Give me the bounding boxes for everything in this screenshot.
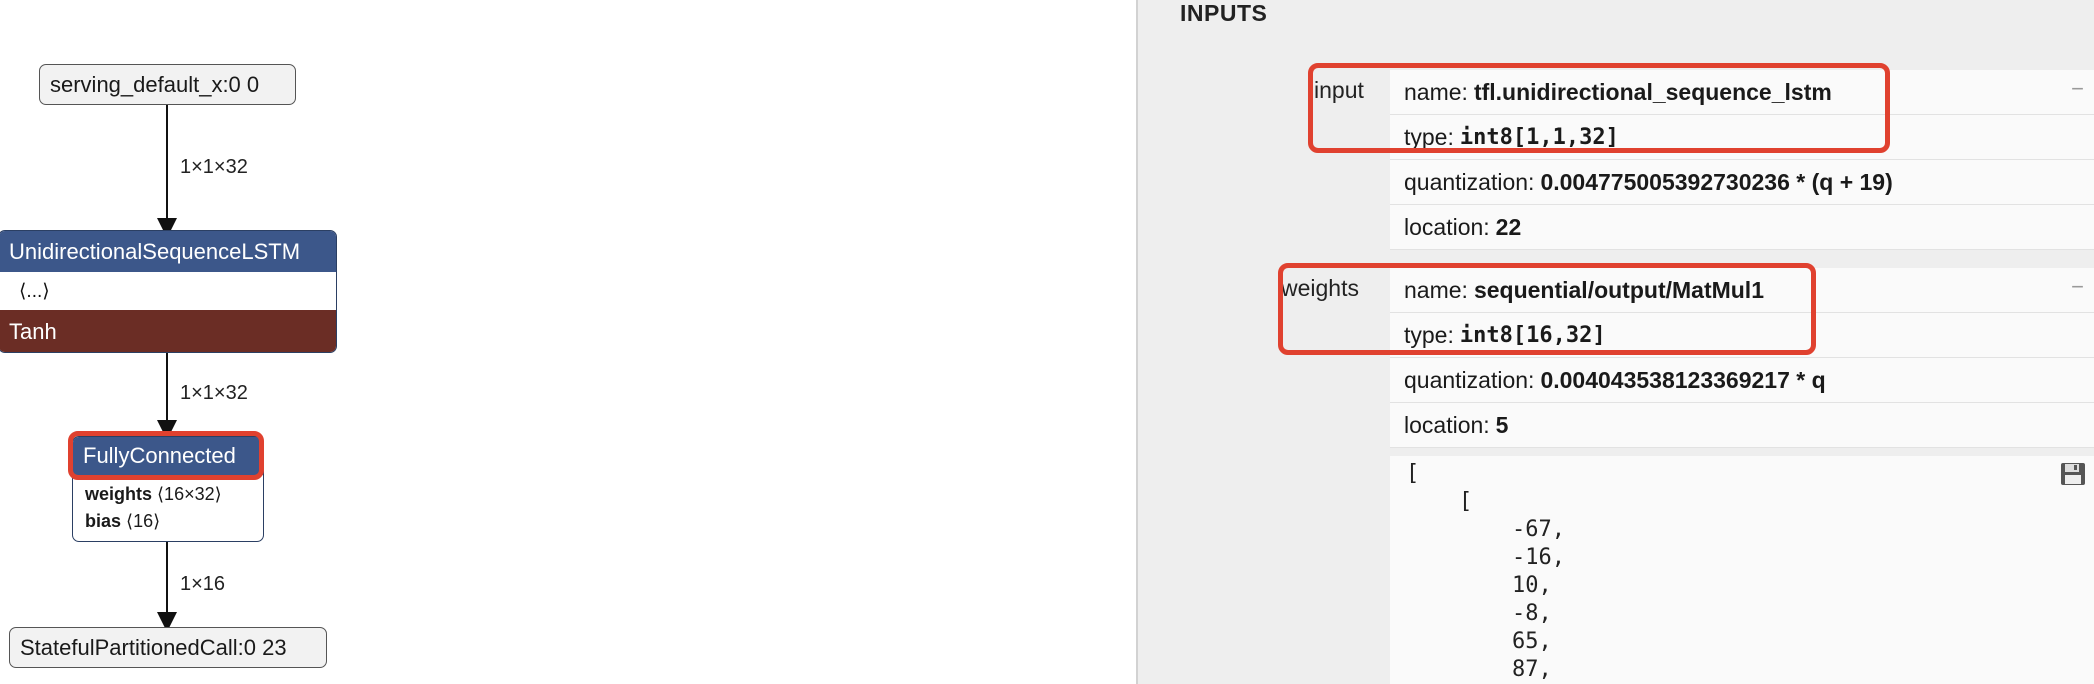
tensor-line: 87, bbox=[1406, 657, 1552, 682]
tensor-line: [ bbox=[1406, 461, 1420, 486]
weights-loc-value: 5 bbox=[1495, 411, 1509, 438]
lstm-node-title: UnidirectionalSequenceLSTM bbox=[0, 231, 336, 272]
input-argument-label: input bbox=[1314, 77, 1364, 103]
input-quantization-row: quantization: 0.004775005392730236 * (q … bbox=[1390, 160, 2094, 205]
input-loc-key: location: bbox=[1404, 213, 1490, 240]
tensor-line: -16, bbox=[1406, 545, 1565, 570]
input-type-key: type: bbox=[1404, 123, 1454, 150]
weights-argument-box[interactable]: − name: sequential/output/MatMul1 type: … bbox=[1390, 268, 2094, 448]
weights-argument-label: weights bbox=[1281, 275, 1359, 301]
tensor-line: -67, bbox=[1406, 517, 1565, 542]
fc-bias-row: bias ⟨16⟩ bbox=[85, 508, 251, 535]
output-node-label: StatefulPartitionedCall:0 23 bbox=[20, 634, 287, 660]
weights-loc-key: location: bbox=[1404, 411, 1490, 438]
input-quant-value: 0.004775005392730236 * (q + 19) bbox=[1540, 168, 1893, 195]
fc-bias-label: bias bbox=[85, 511, 122, 531]
weights-name-row: name: sequential/output/MatMul1 bbox=[1390, 268, 2094, 313]
weights-collapse-icon[interactable]: − bbox=[2071, 274, 2084, 299]
weights-type-key: type: bbox=[1404, 321, 1454, 348]
weights-location-row: location: 5 bbox=[1390, 403, 2094, 448]
input-argument-box[interactable]: − name: tfl.unidirectional_sequence_lstm… bbox=[1390, 70, 2094, 250]
fc-weights-shape: ⟨16×32⟩ bbox=[157, 484, 222, 504]
tensor-line: [ bbox=[1406, 489, 1473, 514]
tensor-line: -8, bbox=[1406, 601, 1552, 626]
lstm-node-activation: Tanh bbox=[0, 310, 336, 352]
fully-connected-node[interactable]: FullyConnected weights ⟨16×32⟩ bias ⟨16⟩ bbox=[72, 436, 264, 542]
edge-label-3: 1×16 bbox=[180, 573, 226, 595]
input-name-key: name: bbox=[1404, 78, 1468, 105]
weights-type-row: type: int8[16,32] bbox=[1390, 313, 2094, 358]
weights-tensor-values[interactable]: [ [ -67, -16, 10, -8, 65, 87, bbox=[1390, 456, 2094, 684]
input-name-row: name: tfl.unidirectional_sequence_lstm bbox=[1390, 70, 2094, 115]
edge-label-2: 1×1×32 bbox=[180, 382, 248, 404]
weights-quant-key: quantization: bbox=[1404, 366, 1535, 393]
input-type-value: int8[1,1,32] bbox=[1459, 124, 1619, 150]
input-type-row: type: int8[1,1,32] bbox=[1390, 115, 2094, 160]
weights-quant-value: 0.004043538123369217 * q bbox=[1540, 366, 1826, 393]
inputs-section-title: INPUTS bbox=[1180, 0, 1268, 26]
input-loc-value: 22 bbox=[1495, 213, 1522, 240]
fully-connected-node-body: weights ⟨16×32⟩ bias ⟨16⟩ bbox=[73, 475, 263, 541]
input-quant-key: quantization: bbox=[1404, 168, 1535, 195]
graph-canvas[interactable]: serving_default_x:0 0 1×1×32 Unidirectio… bbox=[0, 0, 1136, 684]
input-node[interactable]: serving_default_x:0 0 bbox=[39, 64, 296, 105]
input-location-row: location: 22 bbox=[1390, 205, 2094, 250]
input-node-label: serving_default_x:0 0 bbox=[50, 71, 260, 97]
weights-type-value: int8[16,32] bbox=[1459, 322, 1606, 348]
lstm-node[interactable]: UnidirectionalSequenceLSTM ⟨...⟩ Tanh bbox=[0, 230, 337, 353]
weights-name-value: sequential/output/MatMul1 bbox=[1473, 276, 1764, 303]
output-node[interactable]: StatefulPartitionedCall:0 23 bbox=[9, 627, 327, 668]
properties-sidebar: INPUTS input − name: tfl.unidirectional_… bbox=[1136, 0, 2094, 684]
fc-weights-label: weights bbox=[85, 484, 153, 504]
weights-quantization-row: quantization: 0.004043538123369217 * q bbox=[1390, 358, 2094, 403]
fully-connected-node-title: FullyConnected bbox=[73, 437, 263, 475]
weights-name-key: name: bbox=[1404, 276, 1468, 303]
tensor-line: 65, bbox=[1406, 629, 1552, 654]
tensor-line: 10, bbox=[1406, 573, 1552, 598]
fc-bias-shape: ⟨16⟩ bbox=[126, 511, 161, 531]
fc-weights-row: weights ⟨16×32⟩ bbox=[85, 481, 251, 508]
input-name-value: tfl.unidirectional_sequence_lstm bbox=[1473, 78, 1832, 105]
graph-edges bbox=[157, 105, 177, 632]
input-collapse-icon[interactable]: − bbox=[2071, 76, 2084, 101]
lstm-node-attributes: ⟨...⟩ bbox=[19, 280, 50, 302]
edge-label-1: 1×1×32 bbox=[180, 156, 248, 178]
save-icon[interactable] bbox=[2060, 462, 2086, 486]
